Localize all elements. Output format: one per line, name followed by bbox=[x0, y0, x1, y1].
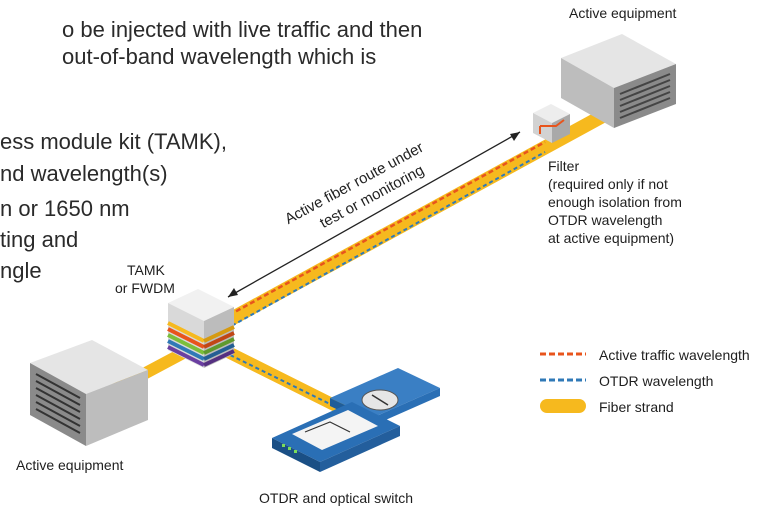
filter-note-3: OTDR wavelength bbox=[548, 212, 663, 228]
legend-label-traffic: Active traffic wavelength bbox=[599, 347, 750, 363]
otdr-switch-label: OTDR and optical switch bbox=[259, 490, 414, 506]
body-line-4: nd wavelength(s) bbox=[0, 161, 168, 186]
legend bbox=[540, 352, 586, 413]
active-equipment-bottom-label: Active equipment bbox=[16, 457, 124, 473]
active-equipment-icon bbox=[30, 340, 148, 446]
body-line-6: ting and bbox=[0, 227, 79, 252]
body-line-7: ngle bbox=[0, 258, 42, 283]
body-line-5: n or 1650 nm bbox=[0, 196, 130, 221]
traffic-wavelength-line bbox=[221, 140, 546, 321]
legend-label-otdr: OTDR wavelength bbox=[599, 373, 714, 389]
body-line-2: out-of-band wavelength which is bbox=[62, 44, 377, 69]
otdr-wavelength-line-switch bbox=[223, 351, 331, 405]
filter-note-2: enough isolation from bbox=[548, 194, 682, 210]
body-line-1: o be injected with live traffic and then bbox=[62, 17, 423, 42]
filter-note-4: at active equipment) bbox=[548, 230, 675, 246]
otdr-wavelength-line bbox=[225, 151, 546, 330]
double-arrow-icon bbox=[227, 131, 521, 298]
legend-label-fiber: Fiber strand bbox=[599, 399, 674, 415]
tamk-stack-icon bbox=[167, 289, 235, 368]
tamk-label: TAMK bbox=[127, 262, 165, 278]
filter-icon bbox=[533, 104, 570, 143]
active-equipment-icon bbox=[561, 34, 676, 128]
legend-swatch-fiber bbox=[540, 399, 586, 413]
fwdm-label: or FWDM bbox=[115, 280, 175, 296]
otdr-switch-icon bbox=[272, 368, 440, 472]
body-line-3: ess module kit (TAMK), bbox=[0, 129, 227, 154]
fiber-strand-main bbox=[213, 105, 617, 332]
active-equipment-top-label: Active equipment bbox=[569, 5, 677, 21]
filter-note-1: (required only if not bbox=[548, 176, 668, 192]
filter-title: Filter bbox=[548, 158, 580, 174]
fiber-strands bbox=[89, 105, 617, 414]
